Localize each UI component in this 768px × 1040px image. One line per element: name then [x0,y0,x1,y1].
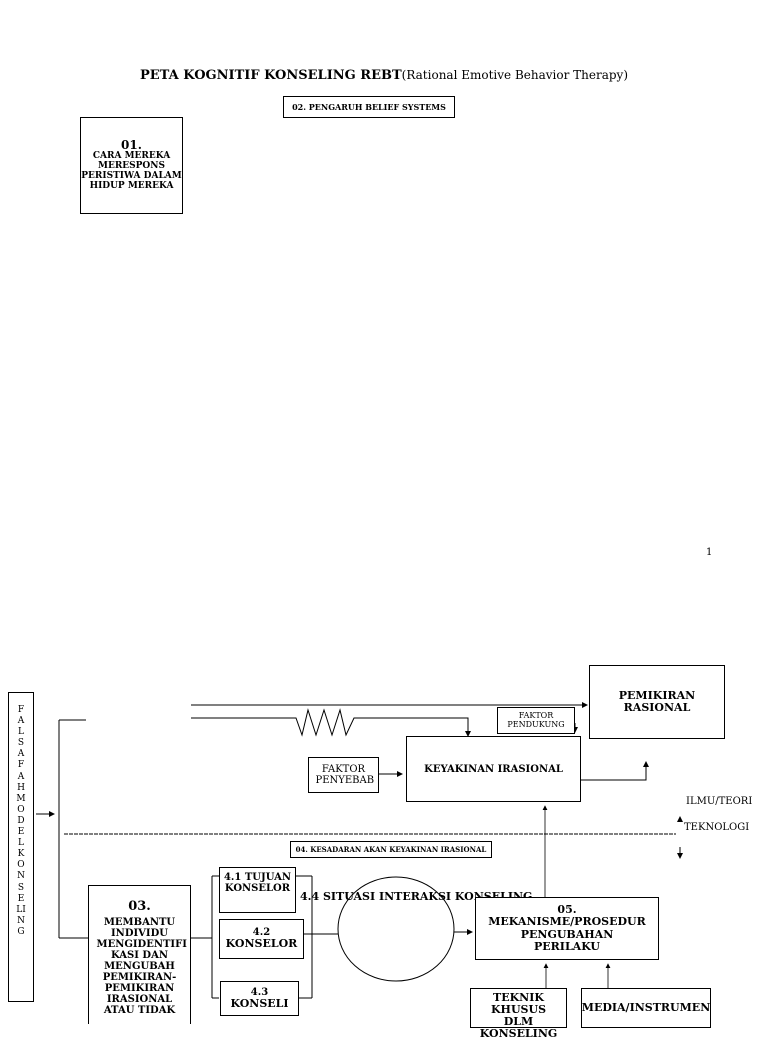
node-4-2-label: KONSELOR [225,937,298,951]
node-01-respons: 01. CARA MEREKA MERESPONS PERISTIWA DALA… [80,117,183,214]
node-falsafah-model-konseling: FALSAFAH MODEL KONSELING [8,692,34,1002]
node-4-2-konselor: 4.2 KONSELOR [219,919,304,959]
falsafah-label: FALSAFAH MODEL KONSELING [16,705,26,937]
title-subtitle: (Rational Emotive Behavior Therapy) [401,68,629,82]
node-01-label: CARA MEREKA MERESPONS PERISTIWA DALAM HI… [81,151,182,191]
node-02-belief-systems: 02. PENGARUH BELIEF SYSTEMS [283,96,455,118]
node-05-label: 05. MEKANISME/PROSEDUR PENGUBAHAN PERILA… [488,903,646,953]
node-4-3-label: KONSELI [230,996,289,1010]
node-4-2-number: 4.2 [252,927,271,939]
node-01-number: 01. [121,138,142,153]
media-label: MEDIA/INSTRUMEN [581,1000,711,1014]
page-number: 1 [706,547,713,558]
node-04-label: 04. KESADARAN AKAN KEYAKINAN IRASIONAL [295,844,487,854]
node-4-3-konseli: 4.3 KONSELI [220,981,299,1016]
faktor-pendukung-label: FAKTOR PENDUKUNG [507,710,565,729]
node-media-instrumen: MEDIA/INSTRUMEN [581,988,711,1028]
label-4-4-situasi: 4.4 SITUASI INTERAKSI KONSELING [300,890,533,903]
interaction-circle [337,876,455,982]
title-main: PETA KOGNITIF KONSELING REBT [139,68,402,83]
node-04-kesadaran: 04. KESADARAN AKAN KEYAKINAN IRASIONAL [290,841,492,858]
node-03-number: 03. [128,899,151,914]
node-02-label: 02. PENGARUH BELIEF SYSTEMS [292,101,446,112]
arrow-keyakinan-up [580,761,649,781]
node-keyakinan-irasional: KEYAKINAN IRASIONAL [406,736,581,802]
node-faktor-pendukung: FAKTOR PENDUKUNG [497,707,575,734]
node-03-label: MEMBANTU INDIVIDU MENGIDENTIFI KASI DAN … [96,917,187,1017]
node-4-1-label: 4.1 TUJUAN KONSELOR [223,872,292,894]
line-zigzag [191,708,469,737]
node-4-3-number: 4.3 [250,986,269,998]
teknik-label: TEKNIK KHUSUS DLM KONSELING [479,991,558,1040]
node-05-mekanisme: 05. MEKANISME/PROSEDUR PENGUBAHAN PERILA… [475,897,659,960]
node-03-membantu: 03. MEMBANTU INDIVIDU MENGIDENTIFI KASI … [88,885,191,1024]
node-teknik-khusus: TEKNIK KHUSUS DLM KONSELING [470,988,567,1040]
faktor-penyebab-label: FAKTOR PENYEBAB [315,764,375,786]
page-title: PETA KOGNITIF KONSELING REBT(Rational Em… [0,68,768,83]
label-ilmu-teori: ILMU/TEORI [686,796,753,807]
keyakinan-irasional-label: KEYAKINAN IRASIONAL [424,763,563,775]
node-4-1-tujuan-konselor: 4.1 TUJUAN KONSELOR [219,867,296,913]
pemikiran-rasional-label: PEMIKIRAN RASIONAL [618,688,696,714]
label-teknologi: TEKNOLOGI [684,822,750,833]
node-faktor-penyebab: FAKTOR PENYEBAB [308,757,379,793]
node-pemikiran-rasional: PEMIKIRAN RASIONAL [589,665,725,739]
